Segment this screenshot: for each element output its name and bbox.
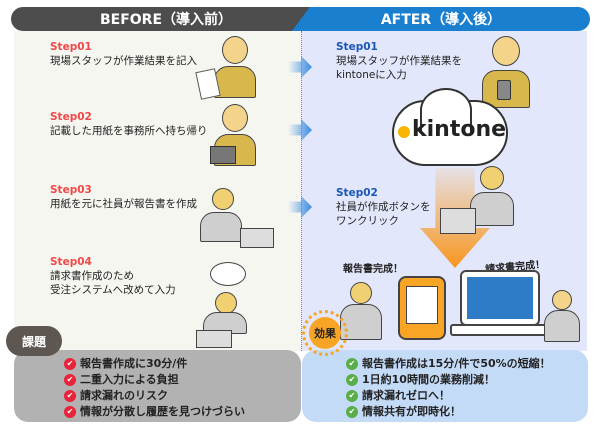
after-title: AFTER（導入後） [380,12,502,28]
sun-rays-icon [302,310,348,356]
before-step-4: Step04 請求書作成のため 受注システムへ改めて入力 [50,255,176,297]
laptop-invoice-illustration [460,270,540,326]
effect-text: 報告書作成は15分/件で50%の短縮！ [362,357,551,370]
check-icon: ✔ [64,390,76,402]
step-text: kintoneに入力 [336,69,407,81]
check-icon: ✔ [64,374,76,386]
issue-item: ✔ 二重入力による負担 [64,372,301,388]
effect-text: 請求漏れゼロへ！ [362,389,450,402]
employee-illustration [350,282,372,304]
documents-illustration [210,146,236,164]
issue-text: 報告書作成に30分/件 [80,357,188,370]
check-icon: ✔ [346,358,358,370]
effect-item: ✔ 情報共有が即時化！ [346,404,588,420]
kintone-logo: kintone [412,117,507,142]
effect-item: ✔ 1日約10時間の業務削減！ [346,372,588,388]
employee-body-illustration [200,212,242,242]
staff-illustration [552,290,572,310]
effect-item: ✔ 報告書作成は15分/件で50%の短縮！ [346,356,588,372]
issue-item: ✔ 請求漏れのリスク [64,388,301,404]
issue-item: ✔ 情報が分散し履歴を見つけづらい [64,404,301,420]
kintone-logo-icon [398,126,410,138]
cloud-top [420,88,472,132]
laptop-illustration [196,330,232,348]
arrow-right-icon [288,119,312,141]
step-text: 用紙を元に社員が報告書を作成 [50,198,197,210]
step-label: Step01 [50,41,92,53]
step-text: 受注システムへ改めて入力 [50,284,176,296]
step-label: Step02 [336,187,378,199]
issue-text: 情報が分散し履歴を見つけづらい [80,405,245,418]
effect-item: ✔ 請求漏れゼロへ！ [346,388,588,404]
after-step-2: Step02 社員が作成ボタンを ワンクリック [336,186,431,228]
staff-body-illustration [544,310,580,342]
step-text: 現場スタッフが作業結果を記入 [50,55,197,67]
check-icon: ✔ [346,374,358,386]
step-label: Step02 [50,111,92,123]
thought-bubble-icon [210,262,246,286]
check-icon: ✔ [64,406,76,418]
effects-label: 効果 [314,327,336,340]
laptop-illustration [440,208,476,234]
step-text: 現場スタッフが作業結果を [336,55,462,67]
stressed-employee-illustration [215,292,237,314]
employee-body-illustration [470,192,514,226]
issue-text: 請求漏れのリスク [80,389,168,402]
staff-illustration [222,36,248,64]
step-label: Step03 [50,184,92,196]
issues-badge: 課題 [6,326,62,356]
staff-illustration [222,104,248,132]
before-title: BEFORE（導入前） [99,12,233,28]
step-text: 社員が作成ボタンを [336,201,431,213]
laptop-base [450,324,550,336]
staff-illustration [492,36,520,66]
step-label: Step04 [50,256,92,268]
report-complete-label: 報告書完成！ [343,264,403,275]
step-label: Step01 [336,41,378,53]
smartphone-icon [497,80,511,100]
issues-box: ✔ 報告書作成に30分/件 ✔ 二重入力による負担 ✔ 請求漏れのリスク ✔ 情報が分散… [14,350,301,422]
before-step-3: Step03 用紙を元に社員が報告書を作成 [50,183,197,211]
step-text: ワンクリック [336,215,399,227]
effect-text: 情報共有が即時化！ [362,405,461,418]
employee-illustration [480,166,504,190]
effects-box: ✔ 報告書作成は15分/件で50%の短縮！ ✔ 1日約10時間の業務削減！ ✔ 請求漏… [302,350,588,422]
before-step-2: Step02 記載した用紙を事務所へ持ち帰り [50,110,208,138]
issues-label: 課題 [21,334,46,349]
tablet-report-illustration [398,276,446,340]
issue-item: ✔ 報告書作成に30分/件 [64,356,301,372]
effect-text: 1日約10時間の業務削減！ [362,373,495,386]
check-icon: ✔ [346,406,358,418]
step-text: 記載した用紙を事務所へ持ち帰り [50,125,208,137]
laptop-illustration [240,228,274,248]
effects-badge: 効果 [309,317,341,349]
staff-body-illustration [214,66,256,98]
arrow-right-icon [288,196,312,218]
before-header: BEFORE（導入前） [11,7,321,31]
issue-text: 二重入力による負担 [80,373,179,386]
step-text: 請求書作成のため [50,270,134,282]
before-step-1: Step01 現場スタッフが作業結果を記入 [50,40,197,68]
employee-illustration [212,188,234,210]
after-header: AFTER（導入後） [292,7,590,31]
check-icon: ✔ [64,358,76,370]
check-icon: ✔ [346,390,358,402]
after-step-1: Step01 現場スタッフが作業結果を kintoneに入力 [336,40,462,82]
arrow-right-icon [288,56,312,78]
